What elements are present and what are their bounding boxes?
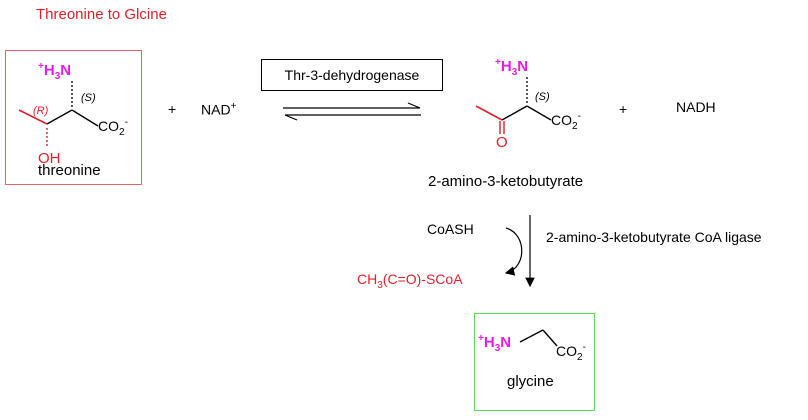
threonine-s-label: (S) (81, 92, 96, 104)
glycine-carboxylate: CO2- (556, 342, 586, 363)
ketobutyrate-name: 2-amino-3-ketobutyrate (428, 173, 584, 190)
threonine-carboxylate: CO2- (98, 117, 128, 138)
ketobutyrate-carboxyl-bond (526, 105, 552, 121)
nadh-label: NADH (676, 99, 716, 115)
nad-label: NAD+ (201, 101, 237, 118)
plus-sign-1: + (168, 101, 177, 117)
equilibrium-arrows (283, 102, 421, 121)
threonine-backbone-bond (46, 109, 73, 125)
forward-arrowhead (407, 102, 421, 109)
ketobutyrate-backbone-bond (501, 105, 528, 121)
byproduct-label: CH3(C=O)-SCoA (357, 271, 463, 291)
threonine-oh: OH (38, 150, 61, 167)
page-title: Threonine to Glcine (36, 6, 167, 23)
ketobutyrate-s-label: (S) (535, 91, 550, 103)
enzyme-2-label: 2-amino-3-ketobutyrate CoA ligase (546, 229, 762, 245)
reverse-arrowhead (284, 114, 298, 121)
glycine-carboxyl-bond (542, 329, 558, 347)
threonine-structure: +H3N (S) (R) OH CO2- (18, 61, 128, 167)
threonine-carboxyl-bond (71, 109, 99, 127)
threonine-highlight-box (5, 50, 142, 185)
ketobutyrate-carboxylate: CO2- (551, 111, 581, 132)
threonine-methyl-bond (18, 109, 48, 125)
glycine-ca-bond (519, 329, 544, 343)
plus-sign-2: + (619, 101, 628, 117)
glycine-amine: +H3N (478, 333, 511, 354)
ketone-oxygen: O (496, 134, 508, 151)
ketobutyrate-methyl-bond (475, 105, 503, 121)
ketobutyrate-amine: +H3N (495, 57, 528, 78)
glycine-name: glycine (507, 373, 554, 390)
enzyme-1-label: Thr-3-dehydrogenase (261, 59, 443, 91)
glycine-highlight-box (474, 313, 595, 411)
threonine-r-label: (R) (33, 105, 49, 117)
glycine-structure: +H3N CO2- (478, 329, 586, 363)
coa-curved-arrow (504, 227, 523, 276)
threonine-amine: +H3N (38, 61, 71, 82)
ketobutyrate-structure: +H3N (S) O CO2- (475, 57, 581, 151)
ligase-step (504, 215, 535, 288)
coash-label: CoASH (427, 221, 474, 237)
threonine-name: threonine (38, 162, 101, 179)
